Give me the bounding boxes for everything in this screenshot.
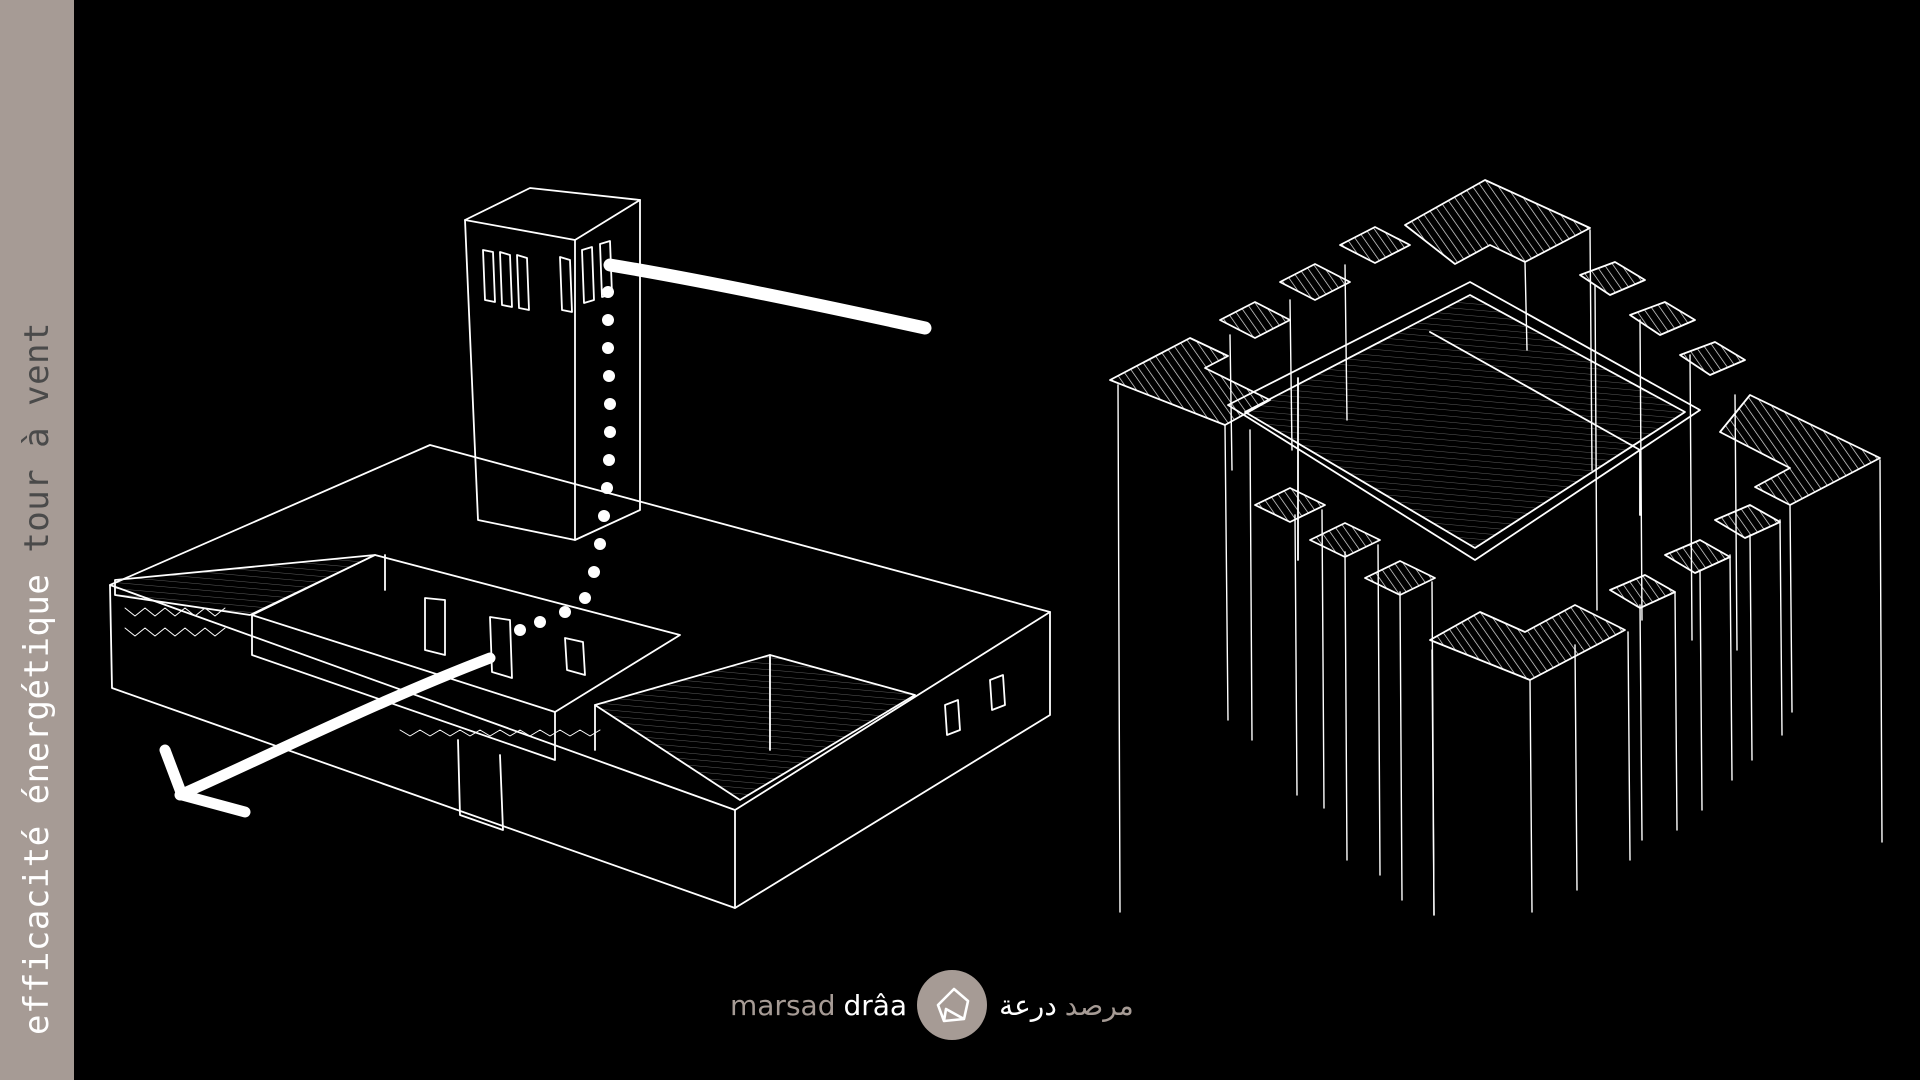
side-band xyxy=(0,0,74,1080)
marsad-draa-logo-icon xyxy=(917,970,988,1040)
brand-latin-primary: marsad xyxy=(730,988,836,1022)
house-drawing xyxy=(109,187,1051,909)
brand-latin-secondary: drâa xyxy=(843,988,908,1022)
plan-drawing xyxy=(1109,179,1883,916)
airflow-arrow xyxy=(159,258,932,818)
footer-brand: marsad drâa درعة مرصد xyxy=(730,970,1200,1040)
brand-arabic-primary: درعة xyxy=(999,988,1057,1022)
brand-arabic-secondary: مرصد xyxy=(1064,988,1134,1022)
